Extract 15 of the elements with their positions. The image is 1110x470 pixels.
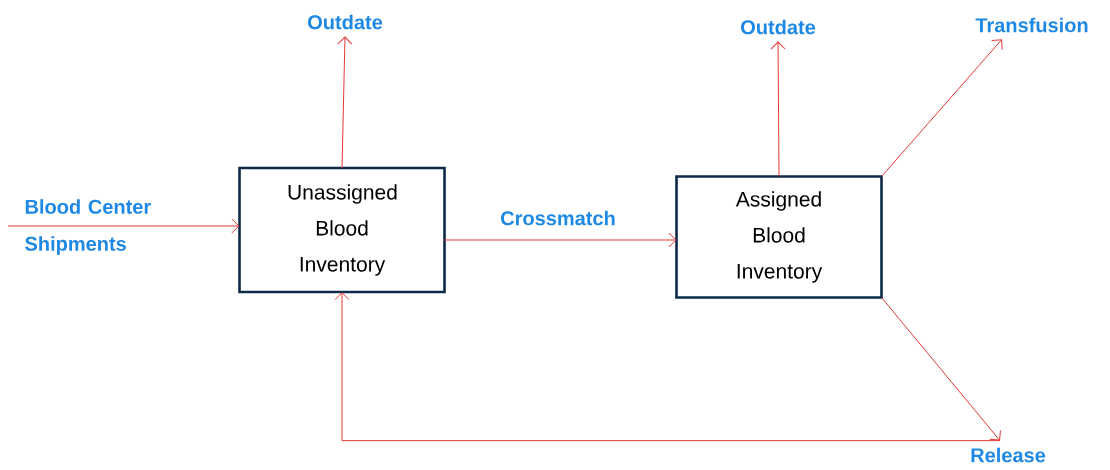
outcome-label: Release	[971, 447, 1046, 463]
edge-label: Blood Center Shipments	[25, 199, 151, 255]
arrow	[770, 41, 786, 177]
outcome-label: Outdate	[741, 19, 816, 35]
arrow	[881, 39, 1003, 177]
outcome-label: Outdate	[308, 14, 383, 30]
edge-label: Crossmatch	[498, 208, 618, 228]
arrow	[334, 292, 1001, 442]
inventory-box: Unassigned Blood Inventory	[238, 166, 446, 294]
arrow	[337, 36, 353, 169]
outcome-label: Transfusion	[975, 17, 1088, 33]
arrow	[881, 297, 1001, 441]
inventory-box: Assigned Blood Inventory	[675, 175, 883, 299]
arrow	[444, 232, 677, 248]
arrow	[7, 218, 240, 234]
